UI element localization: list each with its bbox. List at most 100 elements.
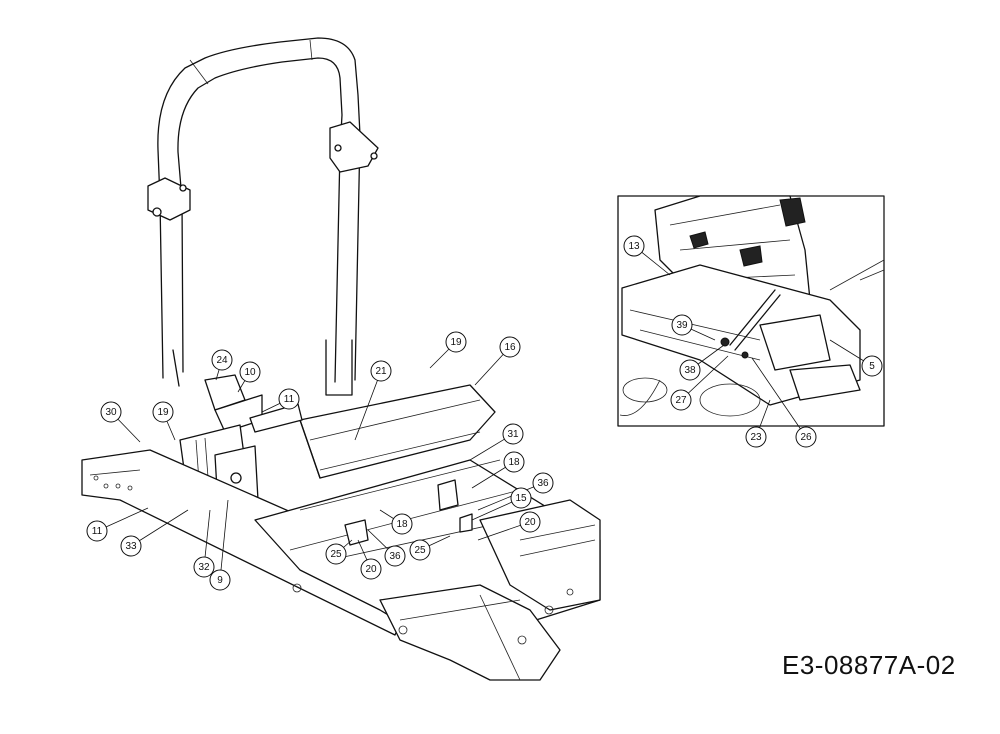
- inset-callout-circle: [679, 359, 701, 381]
- main-callout-circle: [391, 513, 413, 535]
- inset-callout-label: 27: [675, 395, 687, 406]
- inset-callout-5: 5: [861, 355, 883, 377]
- main-callout-circle: [239, 361, 261, 383]
- main-callout-label: 36: [389, 551, 401, 562]
- main-callout-circle: [360, 558, 382, 580]
- inset-callout-label: 39: [676, 320, 688, 331]
- callouts-inset: 13 39 38 27 23 26 5: [623, 235, 883, 448]
- main-callout-25: 25: [325, 543, 347, 565]
- main-callout-circle: [325, 543, 347, 565]
- main-callout-11: 11: [278, 388, 300, 410]
- main-callout-circle: [120, 535, 142, 557]
- inset-callout-38: 38: [679, 359, 701, 381]
- inset-leader-27: [680, 355, 729, 401]
- main-callout-label: 19: [450, 337, 462, 348]
- main-callout-label: 11: [92, 526, 103, 537]
- main-leader-9: [219, 499, 229, 581]
- main-callout-circle: [519, 511, 541, 533]
- inset-callout-13: 13: [623, 235, 645, 257]
- main-callout-19: 19: [445, 331, 467, 353]
- inset-callout-27: 27: [670, 389, 692, 411]
- main-leader-33: [130, 509, 189, 547]
- inset-callout-circle: [861, 355, 883, 377]
- main-callout-circle: [209, 569, 231, 591]
- inset-callout-23: 23: [745, 426, 767, 448]
- main-callout-20: 20: [360, 558, 382, 580]
- main-callout-label: 32: [198, 562, 210, 573]
- seat-panel: [299, 384, 496, 479]
- main-callout-circle: [100, 401, 122, 423]
- main-callout-10: 10: [239, 361, 261, 383]
- main-callout-label: 20: [524, 517, 536, 528]
- inset-callout-label: 5: [869, 361, 875, 372]
- main-leader-36: [477, 482, 544, 511]
- main-callout-label: 33: [125, 541, 137, 552]
- main-callout-24: 24: [211, 349, 233, 371]
- main-callout-label: 10: [244, 367, 256, 378]
- main-callout-label: 31: [507, 429, 519, 440]
- main-callout-label: 21: [375, 366, 387, 377]
- main-callout-32: 32: [193, 556, 215, 578]
- inset-callout-label: 13: [628, 241, 640, 252]
- main-callout-label: 24: [216, 355, 228, 366]
- main-callout-label: 15: [515, 493, 527, 504]
- callouts-main: 24 10 19 16 21 11 30 19 31 18 36 15 20 11 33 32 9 25 36 20 2…: [86, 331, 554, 591]
- main-callout-circle: [510, 487, 532, 509]
- inset-callout-label: 26: [800, 432, 812, 443]
- main-callout-19: 19: [152, 401, 174, 423]
- inset-callout-circle: [670, 389, 692, 411]
- main-callout-36: 36: [532, 472, 554, 494]
- main-callout-15: 15: [510, 487, 532, 509]
- main-callout-circle: [445, 331, 467, 353]
- main-callout-label: 25: [330, 549, 342, 560]
- detail-inset: [617, 195, 885, 427]
- main-callout-label: 36: [537, 478, 549, 489]
- main-callout-18: 18: [503, 451, 525, 473]
- inset-leader-26: [751, 357, 807, 438]
- main-callout-circle: [370, 360, 392, 382]
- main-callout-label: 18: [396, 519, 408, 530]
- main-callout-label: 9: [217, 575, 223, 586]
- main-callout-circle: [152, 401, 174, 423]
- inset-callout-26: 26: [795, 426, 817, 448]
- main-callout-21: 21: [370, 360, 392, 382]
- main-callout-circle: [278, 388, 300, 410]
- inset-callout-label: 23: [750, 432, 762, 443]
- main-leader-21: [354, 370, 382, 441]
- main-callout-20: 20: [519, 511, 541, 533]
- main-callout-label: 25: [414, 545, 426, 556]
- main-callout-circle: [502, 423, 524, 445]
- main-frame: [81, 449, 601, 681]
- main-callout-33: 33: [120, 535, 142, 557]
- main-callout-label: 18: [508, 457, 520, 468]
- main-callout-label: 20: [365, 564, 377, 575]
- inset-callout-circle: [671, 314, 693, 336]
- inset-callout-39: 39: [671, 314, 693, 336]
- inset-callout-circle: [623, 235, 645, 257]
- diagram-code: E3-08877A-02: [782, 650, 956, 680]
- main-callout-9: 9: [209, 569, 231, 591]
- main-callout-16: 16: [499, 336, 521, 358]
- inset-callout-circle: [745, 426, 767, 448]
- main-callout-circle: [409, 539, 431, 561]
- inset-callout-label: 38: [684, 365, 696, 376]
- main-callout-label: 11: [284, 394, 295, 405]
- main-callout-11: 11: [86, 520, 108, 542]
- main-callout-circle: [86, 520, 108, 542]
- main-callout-30: 30: [100, 401, 122, 423]
- main-callout-label: 19: [157, 407, 169, 418]
- main-callout-label: 30: [105, 407, 117, 418]
- main-callout-circle: [193, 556, 215, 578]
- roll-bar: [147, 37, 379, 396]
- main-callout-18: 18: [391, 513, 413, 535]
- main-callout-circle: [532, 472, 554, 494]
- main-callout-circle: [211, 349, 233, 371]
- main-callout-25: 25: [409, 539, 431, 561]
- inset-callout-circle: [795, 426, 817, 448]
- main-callout-circle: [503, 451, 525, 473]
- main-callout-31: 31: [502, 423, 524, 445]
- main-callout-label: 16: [504, 342, 516, 353]
- main-callout-36: 36: [384, 545, 406, 567]
- main-callout-circle: [499, 336, 521, 358]
